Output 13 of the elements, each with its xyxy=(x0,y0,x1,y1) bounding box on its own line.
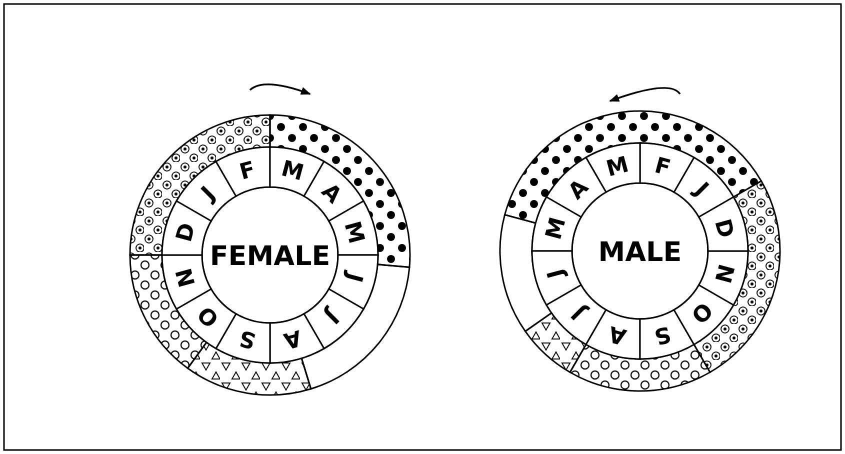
month-cell: A xyxy=(269,313,325,364)
month-cell: J xyxy=(303,288,364,350)
month-cell: J xyxy=(546,284,607,346)
month-cell: N xyxy=(698,250,749,306)
month-cell: J xyxy=(328,254,379,310)
month-cell: D xyxy=(161,200,212,256)
month-cell: F xyxy=(215,146,271,197)
month-cell: S xyxy=(215,313,271,364)
month-cell: D xyxy=(698,196,749,252)
month-cell: J xyxy=(531,250,582,306)
month-cell: F xyxy=(639,142,695,193)
month-cell: A xyxy=(585,309,641,360)
month-cell: N xyxy=(161,254,212,310)
